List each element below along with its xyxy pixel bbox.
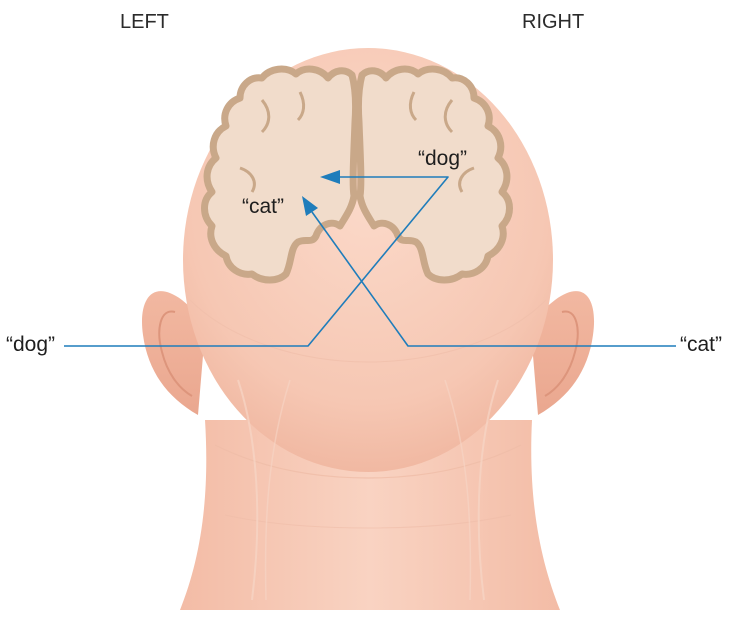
left-side-label: LEFT [120,11,169,33]
right-hemisphere-word: “dog” [418,147,467,170]
left-ear-word: “dog” [6,333,55,356]
arrowhead-dog [320,170,340,184]
left-hemisphere-word: “cat” [242,195,284,218]
left-hemisphere [201,65,360,284]
left-ear [142,291,206,415]
arrowhead-cat [302,196,318,216]
right-hemisphere [354,65,513,284]
right-ear [530,291,595,415]
brain-section [201,65,513,284]
auditory-pathways [64,170,676,347]
pathway-left-ear-to-right-hemisphere [64,176,449,347]
right-ear-word: “cat” [680,333,722,356]
pathway-right-ear-to-left-hemisphere [311,211,676,347]
right-side-label: RIGHT [522,11,584,33]
